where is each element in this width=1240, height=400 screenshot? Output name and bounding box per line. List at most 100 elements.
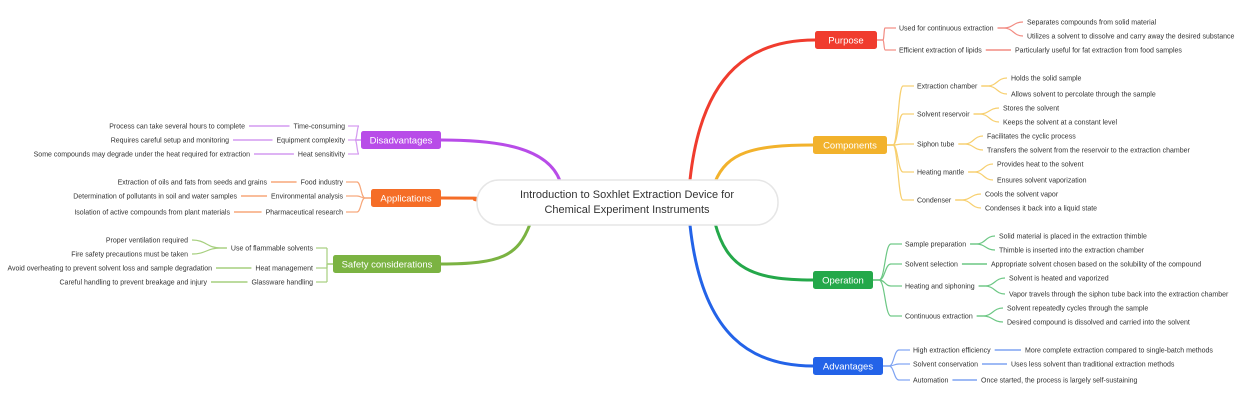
root-title-line-2: Chemical Experiment Instruments (544, 204, 710, 216)
components-detail[interactable]: Cools the solvent vapor (985, 192, 1059, 199)
connector-advantages (688, 223, 815, 368)
operation-detail[interactable]: Solvent is heated and vaporized (1009, 276, 1109, 283)
components-detail[interactable]: Provides heat to the solvent (997, 162, 1083, 169)
branch-purpose[interactable]: Purpose (815, 31, 877, 49)
components-detail[interactable]: Holds the solid sample (1011, 76, 1082, 83)
branch-advantages-label: Advantages (823, 362, 873, 373)
connector-components-leaf (958, 135, 984, 145)
operation-detail[interactable]: Appropriate solvent chosen based on the … (991, 262, 1201, 269)
operation-detail[interactable]: Solvent repeatedly cycles through the sa… (1007, 306, 1148, 313)
safety-subtopic[interactable]: Heat management (255, 266, 313, 273)
components-detail[interactable]: Keeps the solvent at a constant level (1003, 120, 1117, 127)
safety-subtopic[interactable]: Use of flammable solvents (231, 246, 314, 253)
connector-applications-sub (356, 197, 372, 213)
advantages-detail[interactable]: More complete extraction compared to sin… (1025, 348, 1213, 355)
operation-subtopic[interactable]: Solvent selection (905, 262, 958, 269)
branch-operation[interactable]: Operation (813, 271, 873, 289)
components-subtopic[interactable]: Extraction chamber (917, 84, 978, 91)
purpose-detail[interactable]: Utilizes a solvent to dissolve and carry… (1027, 34, 1234, 41)
operation-detail[interactable]: Vapor travels through the siphon tube ba… (1009, 292, 1229, 299)
disadvantages-detail[interactable]: Requires careful setup and monitoring (111, 138, 229, 145)
connector-components-sub (887, 144, 904, 201)
connector-operation-leaf (970, 235, 996, 245)
root-node[interactable]: Introduction to Soxhlet Extraction Devic… (476, 179, 779, 226)
branch-disadvantages-label: Disadvantages (370, 136, 433, 147)
safety-detail[interactable]: Avoid overheating to prevent solvent los… (7, 266, 212, 273)
advantages-subtopic[interactable]: Solvent conservation (913, 362, 978, 369)
connector-layer (191, 21, 1024, 381)
connector-components-leaf (973, 107, 1000, 115)
components-detail[interactable]: Transfers the solvent from the reservoir… (987, 148, 1190, 155)
branch-applications-label: Applications (380, 194, 431, 205)
connector-advantages-sub (883, 349, 900, 367)
components-subtopic[interactable]: Solvent reservoir (917, 112, 970, 119)
disadvantages-detail[interactable]: Some compounds may degrade under the hea… (34, 152, 250, 159)
advantages-subtopic[interactable]: High extraction efficiency (913, 348, 991, 355)
connector-operation-leaf (976, 315, 1004, 323)
branch-safety-label: Safety considerations (342, 260, 433, 271)
connector-disadvantages (439, 138, 562, 183)
connector-operation-sub (873, 263, 892, 281)
applications-detail[interactable]: Determination of pollutants in soil and … (73, 194, 237, 201)
operation-detail[interactable]: Solid material is placed in the extracti… (999, 234, 1147, 241)
branch-disadvantages-box (361, 131, 441, 149)
applications-detail[interactable]: Isolation of active compounds from plant… (74, 210, 230, 217)
advantages-subtopic[interactable]: Automation (913, 378, 949, 385)
operation-detail[interactable]: Thimble is inserted into the extraction … (999, 248, 1145, 255)
disadvantages-subtopic[interactable]: Time-consuming (294, 124, 346, 131)
advantages-detail[interactable]: Uses less solvent than traditional extra… (1011, 362, 1175, 369)
connector-disadvantages-sub (354, 139, 361, 155)
connector-advantages-sub (883, 365, 900, 381)
connector-components-leaf (981, 77, 1008, 87)
components-detail[interactable]: Ensures solvent vaporization (997, 178, 1087, 185)
connector-components-leaf (958, 143, 984, 151)
branch-applications[interactable]: Applications (371, 189, 441, 207)
purpose-detail[interactable]: Separates compounds from solid material (1027, 20, 1157, 27)
applications-subtopic[interactable]: Environmental analysis (271, 194, 343, 201)
branch-advantages[interactable]: Advantages (813, 357, 883, 375)
purpose-subtopic[interactable]: Used for continuous extraction (899, 26, 994, 33)
branch-operation-box (813, 271, 873, 289)
branch-safety[interactable]: Safety considerations (333, 255, 441, 273)
connector-applications-sub (356, 181, 372, 199)
components-subtopic[interactable]: Siphon tube (917, 142, 954, 149)
components-detail[interactable]: Condenses it back into a liquid state (985, 206, 1097, 213)
components-subtopic[interactable]: Heating mantle (917, 170, 964, 177)
branch-components-label: Components (823, 141, 877, 152)
connector-components-leaf (955, 193, 982, 201)
branch-safety-box (333, 255, 441, 273)
branch-advantages-box (813, 357, 883, 375)
operation-subtopic[interactable]: Sample preparation (905, 242, 966, 249)
connector-components-leaf (968, 163, 994, 173)
operation-detail[interactable]: Desired compound is dissolved and carrie… (1007, 320, 1190, 327)
applications-detail[interactable]: Extraction of oils and fats from seeds a… (118, 180, 268, 187)
purpose-detail[interactable]: Particularly useful for fat extraction f… (1015, 48, 1182, 55)
connector-operation-sub (873, 279, 892, 317)
purpose-subtopic[interactable]: Efficient extraction of lipids (899, 48, 982, 55)
disadvantages-subtopic[interactable]: Heat sensitivity (298, 152, 346, 159)
applications-subtopic[interactable]: Pharmaceutical research (266, 210, 344, 217)
disadvantages-subtopic[interactable]: Equipment complexity (277, 138, 346, 145)
root-title-line-1: Introduction to Soxhlet Extraction Devic… (520, 189, 734, 201)
disadvantages-detail[interactable]: Process can take several hours to comple… (109, 124, 245, 131)
safety-subtopic[interactable]: Glassware handling (252, 280, 314, 287)
components-detail[interactable]: Allows solvent to percolate through the … (1011, 92, 1156, 99)
components-detail[interactable]: Stores the solvent (1003, 106, 1059, 113)
connector-components-leaf (968, 171, 994, 181)
connector-operation-leaf (978, 285, 1006, 295)
branch-components[interactable]: Components (813, 136, 887, 154)
safety-detail[interactable]: Careful handling to prevent breakage and… (60, 280, 208, 287)
advantages-detail[interactable]: Once started, the process is largely sel… (981, 378, 1138, 385)
applications-subtopic[interactable]: Food industry (301, 180, 344, 187)
operation-subtopic[interactable]: Continuous extraction (905, 314, 973, 321)
operation-subtopic[interactable]: Heating and siphoning (905, 284, 975, 291)
connector-operation-leaf (978, 277, 1006, 287)
connector-safety (439, 222, 532, 266)
connector-purpose-sub (876, 39, 886, 51)
safety-detail[interactable]: Proper ventilation required (106, 238, 188, 245)
components-detail[interactable]: Facilitates the cyclic process (987, 134, 1076, 141)
branch-disadvantages[interactable]: Disadvantages (361, 131, 441, 149)
components-subtopic[interactable]: Condenser (917, 198, 952, 205)
safety-detail[interactable]: Fire safety precautions must be taken (71, 252, 188, 259)
connector-purpose-sub (876, 27, 886, 41)
